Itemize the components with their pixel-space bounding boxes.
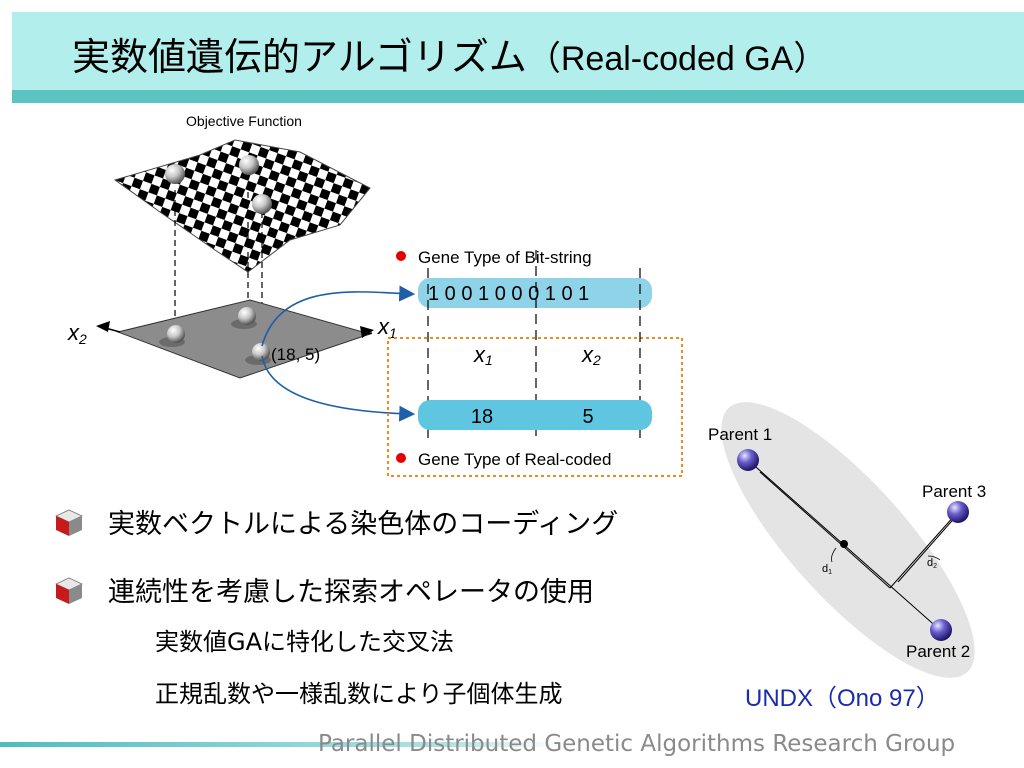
title-underline [12,90,1024,103]
real-coded-ga-figure: Objective Function x2 x1 (18, 5) Gene Ty… [67,113,986,678]
slide-title: 実数値遺伝的アルゴリズム（Real-coded GA） [72,26,827,81]
axis-x1-arrow [360,326,374,338]
undx-guide-line [759,471,891,589]
parent3-perpendicular-line [897,513,959,583]
d2-label: d2 [927,557,937,570]
individual-ball [252,194,272,214]
parent1-label: Parent 1 [708,425,772,444]
column-x1-label: x1 [473,342,493,368]
bullet-item: 実数ベクトルによる染色体のコーディング [52,502,712,548]
sub-item-offspring: 正規乱数や一様乱数により子個体生成 [155,680,563,708]
realcoded-dotted-box [387,337,683,477]
axis-x1-label: x1 [377,314,397,341]
point-label: (18, 5) [271,345,320,364]
parent3-perpendicular-line [889,514,956,589]
parent2-label: Parent 2 [906,642,970,661]
undx-ellipse [721,402,975,678]
bullet-item: 連続性を考慮した探索オペレータの使用 [52,570,712,616]
individual-ball [252,343,270,361]
midpoint-dot [840,540,848,548]
real-value-1: 18 [471,406,493,428]
individual-ball [238,307,256,325]
parent3-label: Parent 3 [922,482,986,501]
bitstring-arrow [261,285,416,347]
bitstring-gene-bar [418,278,652,308]
parent2-ball [930,619,952,641]
title-bar [12,12,1024,90]
d1-bracket [831,547,837,563]
individual-ball [167,325,185,343]
realcoded-legend-label: Gene Type of Real-coded [418,450,611,469]
bitstring-legend-dot [396,251,406,261]
bullet-text: 実数ベクトルによる染色体のコーディング [108,509,619,540]
objective-function-label: Objective Function [186,113,302,129]
parent3-ball [947,501,969,523]
undx-caption: UNDX（Ono 97） [745,685,940,712]
d1-label: d1 [822,563,832,576]
bullet-list: 実数ベクトルによる染色体のコーディング 連続性を考慮した探索オペレータの使用 [52,502,712,638]
footer-text: Parallel Distributed Genetic Algorithms … [318,731,956,757]
realcoded-legend-dot [396,453,406,463]
d2-bracket [927,555,941,561]
axis-x2-arrow [96,321,110,332]
column-x2-label: x2 [581,342,601,368]
realcoded-arrow [261,355,416,422]
cube-bullet-icon [55,509,83,536]
bitstring-value: 1 0 0 1 0 0 0 1 0 1 [428,283,589,305]
realcoded-gene-bar [418,400,652,430]
slide-title-en: （Real-coded GA） [526,40,828,78]
bullet-text: 連続性を考慮した探索オペレータの使用 [108,577,594,608]
axis-x2-label: x2 [67,320,87,347]
real-value-2: 5 [582,406,593,428]
axis-x1-line [367,332,373,335]
individual-ball [165,164,185,184]
footer-line [0,742,560,747]
sub-item-crossover: 実数値GAに特化した交叉法 [155,628,455,656]
individual-ball [239,155,259,175]
cube-bullet-icon [55,577,83,604]
bitstring-legend-label: Gene Type of Bit-string [418,248,592,267]
slide-title-jp: 実数値遺伝的アルゴリズム [72,35,527,79]
parent1-ball [737,449,759,471]
